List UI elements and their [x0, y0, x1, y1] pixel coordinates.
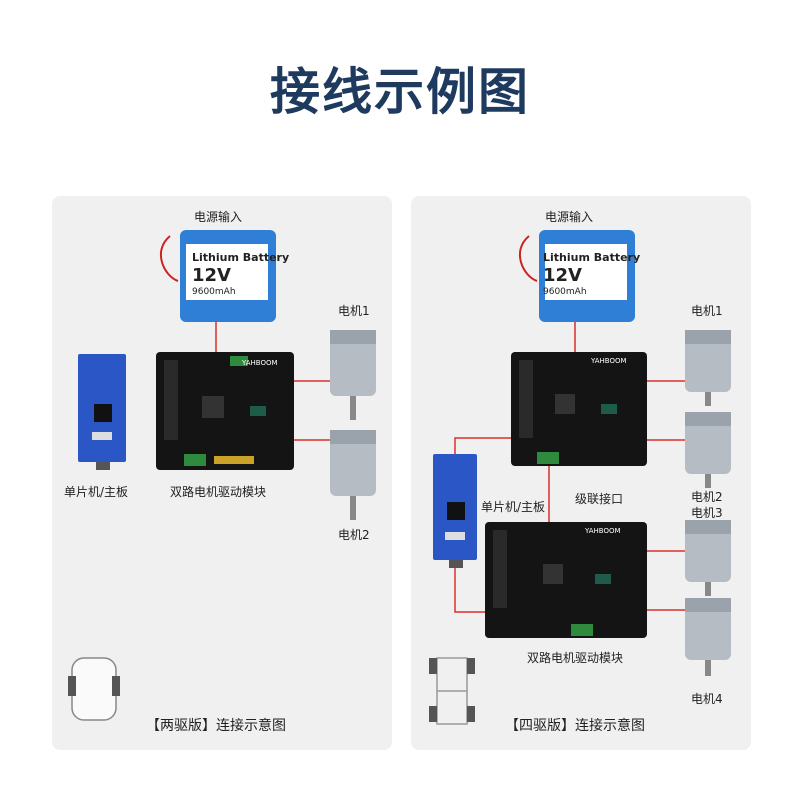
four-wheel-panel: 电源输入 Lithium Battery 12V 9600mAh YAHBOOM… — [411, 196, 751, 750]
motor-2 — [685, 412, 731, 488]
wires — [454, 320, 685, 613]
mcu-board — [433, 454, 477, 568]
mcu-board — [78, 354, 126, 470]
driver-label: 双路电机驱动模块 — [170, 485, 267, 499]
driver-board-1 — [511, 352, 647, 466]
battery-capacity-label: 9600mAh — [543, 287, 587, 297]
motor-4 — [685, 598, 731, 676]
motor-3-label: 电机3 — [691, 506, 723, 520]
four-wheel-diagram — [429, 230, 731, 725]
page-title: 接线示例图 — [270, 63, 530, 121]
motor-4-label: 电机4 — [691, 692, 723, 706]
driver-brand-label: YAHBOOM — [242, 359, 278, 367]
battery-icon — [159, 230, 276, 322]
motor-1 — [330, 330, 376, 420]
motor-2-label: 电机2 — [338, 528, 370, 542]
driver-2-brand-label: YAHBOOM — [585, 527, 621, 535]
driver-board-2 — [485, 522, 647, 638]
motor-3 — [685, 520, 731, 596]
motor-2 — [330, 430, 376, 520]
battery-brand-label: Lithium Battery — [543, 251, 641, 264]
battery-icon — [518, 230, 635, 322]
mcu-label: 单片机/主板 — [481, 500, 546, 514]
power-input-label: 电源输入 — [194, 210, 243, 224]
four-wheel-chassis-icon — [429, 657, 475, 725]
cascade-interface-label: 级联接口 — [575, 492, 624, 506]
driver-1-brand-label: YAHBOOM — [591, 357, 627, 365]
motor-1-label: 电机1 — [338, 304, 370, 318]
motor-1-label: 电机1 — [691, 304, 723, 318]
two-wheel-chassis-icon — [68, 657, 120, 721]
battery-capacity-label: 9600mAh — [192, 287, 236, 297]
driver-board — [156, 352, 294, 470]
two-wheel-diagram — [68, 230, 376, 721]
battery-brand-label: Lithium Battery — [192, 251, 290, 264]
battery-voltage-label: 12V — [192, 265, 231, 286]
two-wheel-caption: 【两驱版】连接示意图 — [146, 718, 286, 734]
battery-voltage-label: 12V — [543, 265, 582, 286]
mcu-label: 单片机/主板 — [64, 485, 129, 499]
motor-1 — [685, 330, 731, 406]
power-input-label: 电源输入 — [545, 210, 594, 224]
two-wheel-panel: 电源输入 Lithium Battery 12V 9600mAh YAHBOOM… — [52, 196, 392, 750]
driver-label: 双路电机驱动模块 — [527, 651, 624, 665]
wires — [215, 320, 330, 441]
four-wheel-caption: 【四驱版】连接示意图 — [505, 718, 645, 734]
motor-2-label: 电机2 — [691, 490, 723, 504]
